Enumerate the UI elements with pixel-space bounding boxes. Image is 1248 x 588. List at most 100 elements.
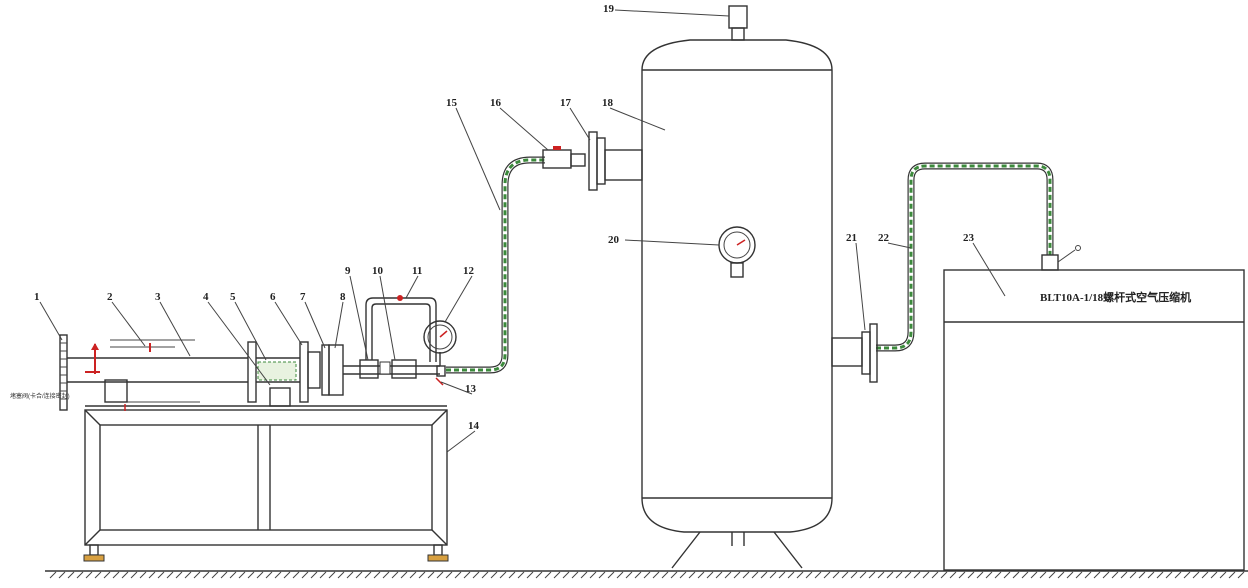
ground-hatch-mark (1111, 571, 1119, 579)
ground-hatch-mark (841, 571, 849, 579)
ground-hatch-mark (1219, 571, 1227, 579)
ground-hatch-mark (778, 571, 786, 579)
ground-hatch-mark (904, 571, 912, 579)
callout-6: 6 (270, 291, 276, 303)
ground-hatch-mark (499, 571, 507, 579)
ground-hatch-mark (859, 571, 867, 579)
ground-hatch-mark (607, 571, 615, 579)
hose-15 (446, 156, 545, 374)
ground-hatch-mark (1228, 571, 1236, 579)
ground-hatch-mark (184, 571, 192, 579)
ground-hatch-mark (1039, 571, 1047, 579)
ground-hatch-mark (526, 571, 534, 579)
ground-hatch-mark (706, 571, 714, 579)
ground-hatch-mark (1030, 571, 1038, 579)
ground-hatch-mark (787, 571, 795, 579)
ground-hatch-mark (589, 571, 597, 579)
ground-hatch-mark (148, 571, 156, 579)
ground-hatch-mark (247, 571, 255, 579)
ground-hatch-mark (814, 571, 822, 579)
ground-hatch-mark (1012, 571, 1020, 579)
ground-hatch-mark (1003, 571, 1011, 579)
ground-hatch-mark (868, 571, 876, 579)
ground-hatch-mark (238, 571, 246, 579)
ground-hatch-mark (994, 571, 1002, 579)
callout-2: 2 (107, 291, 113, 303)
ground-hatch-mark (580, 571, 588, 579)
test-bench-frame (83, 405, 449, 562)
ground-hatch-mark (1183, 571, 1191, 579)
ground-hatch-mark (1102, 571, 1110, 579)
callout-21: 21 (846, 232, 857, 244)
ground-hatch-mark (1021, 571, 1029, 579)
compressor-cabinet (943, 245, 1245, 571)
ground-hatch-mark (328, 571, 336, 579)
ground-hatch-mark (256, 571, 264, 579)
ground-hatch-mark (265, 571, 273, 579)
ground-hatch-mark (391, 571, 399, 579)
callout-13: 13 (465, 383, 477, 395)
ground-hatch-mark (508, 571, 516, 579)
ground-hatch-mark (940, 571, 948, 579)
ground-hatch-mark (913, 571, 921, 579)
ground-hatch-mark (490, 571, 498, 579)
end-plate (59, 334, 68, 411)
ground-hatch-mark (517, 571, 525, 579)
callout-14: 14 (468, 420, 480, 432)
ground-hatch-mark (1084, 571, 1092, 579)
ground-hatch-mark (85, 571, 93, 579)
ground-hatch-mark (58, 571, 66, 579)
ground-hatch-mark (625, 571, 633, 579)
ground-hatch-mark (1120, 571, 1128, 579)
ground-hatch-mark (1201, 571, 1209, 579)
callout-8: 8 (340, 291, 346, 303)
ground-hatch-mark (274, 571, 282, 579)
ground-hatch-mark (1138, 571, 1146, 579)
callout-19: 19 (603, 3, 615, 15)
ground-hatch-mark (661, 571, 669, 579)
ground-hatch-mark (715, 571, 723, 579)
ground-hatch-mark (337, 571, 345, 579)
ground-hatch-mark (67, 571, 75, 579)
ground-hatch-mark (1048, 571, 1056, 579)
inlet-valve (542, 131, 643, 191)
ground-hatch-mark (292, 571, 300, 579)
ground-hatch-mark (436, 571, 444, 579)
ground-hatch-mark (1156, 571, 1164, 579)
ground-hatch-mark (598, 571, 606, 579)
callout-1: 1 (34, 291, 40, 303)
ground-hatch-mark (1147, 571, 1155, 579)
callout-16: 16 (490, 97, 502, 109)
ground-hatch-mark (49, 571, 57, 579)
ground-hatch-mark (364, 571, 372, 579)
ground-hatch-mark (949, 571, 957, 579)
ground-hatch-mark (823, 571, 831, 579)
callout-10: 10 (372, 265, 384, 277)
side-note: 堵塞阀(卡合/连接密封) (10, 392, 70, 400)
ground-hatch-mark (427, 571, 435, 579)
callout-15: 15 (446, 97, 458, 109)
callout-3: 3 (155, 291, 161, 303)
ground-hatch-mark (76, 571, 84, 579)
ground-hatch-mark (922, 571, 930, 579)
callout-labels: 1 2 3 4 5 6 7 8 9 10 11 12 13 14 15 16 1… (34, 3, 975, 432)
ground-hatch-mark (1066, 571, 1074, 579)
ground-hatch-mark (571, 571, 579, 579)
ground-hatch-mark (670, 571, 678, 579)
callout-17: 17 (560, 97, 572, 109)
ground-hatch-mark (751, 571, 759, 579)
ground-hatch-mark (1093, 571, 1101, 579)
ground (45, 570, 1248, 579)
hose-22 (876, 162, 1054, 352)
ground-hatch-mark (1237, 571, 1245, 579)
ground-hatch-mark (112, 571, 120, 579)
ground-hatch-mark (616, 571, 624, 579)
ground-hatch-mark (319, 571, 327, 579)
ground-hatch-mark (976, 571, 984, 579)
compressor-model-label: BLT10A-1/18螺杆式空气压缩机 (1040, 290, 1191, 304)
ground-hatch-mark (724, 571, 732, 579)
pipe-assembly (59, 295, 457, 411)
ground-hatch-mark (283, 571, 291, 579)
